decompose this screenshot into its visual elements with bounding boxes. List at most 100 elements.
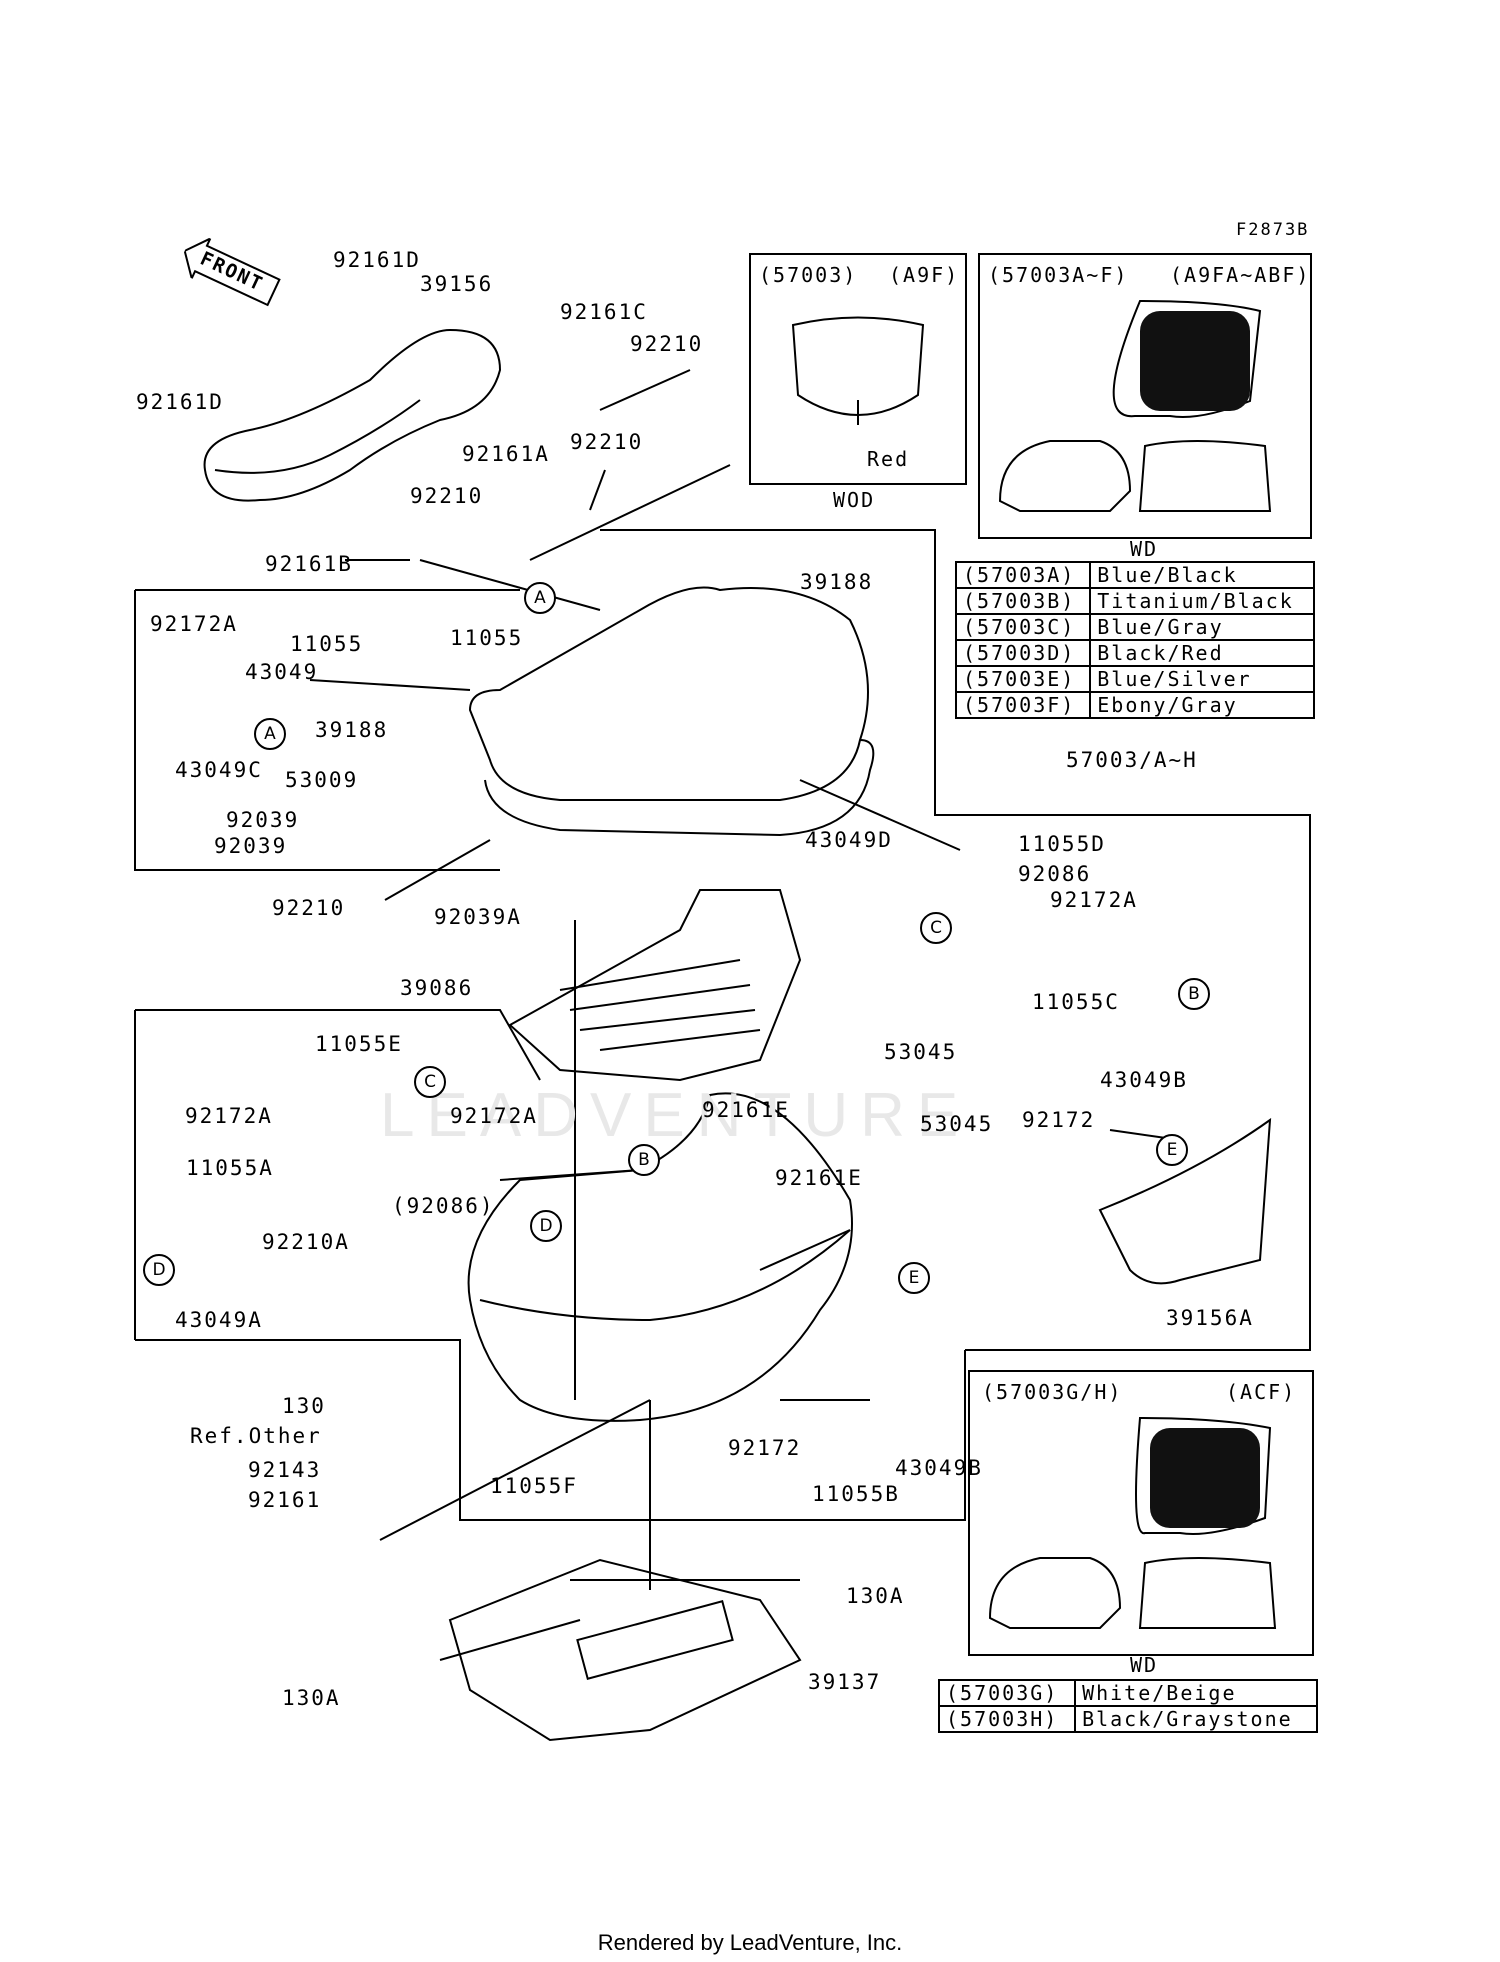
color-table-row: (57003H)Black/Graystone (937, 1705, 1318, 1733)
callout-d: D (530, 1210, 562, 1242)
carrier-bracket-shape (448, 1558, 802, 1742)
color-name-cell: Black/Red (1089, 639, 1315, 667)
part-label: 43049 (245, 660, 319, 684)
part-label: 39188 (315, 718, 389, 742)
part-label: 43049D (805, 828, 893, 852)
front-arrow-icon (183, 236, 281, 307)
part-label: 92210 (570, 430, 644, 454)
part-label: 92210 (272, 896, 346, 920)
callout-b: B (1178, 978, 1210, 1010)
color-table-row: (57003F)Ebony/Gray (954, 691, 1315, 719)
color-table-a-f: (57003A)Blue/Black(57003B)Titanium/Black… (954, 561, 1315, 719)
part-label: 39156A (1166, 1306, 1254, 1330)
part-label: 39156 (420, 272, 494, 296)
region-label: WD (1130, 1653, 1159, 1677)
group-outline-3 (135, 1339, 966, 1521)
color-name-cell: Ebony/Gray (1089, 691, 1315, 719)
variant-model: (A9FA~ABF) (1170, 263, 1311, 287)
part-label: 92210 (410, 484, 484, 508)
part-label: 92172A (450, 1104, 538, 1128)
part-label: 57003/A~H (1066, 748, 1198, 772)
part-label: 92039 (214, 834, 288, 858)
color-name-cell: Black/Graystone (1074, 1705, 1318, 1733)
variant-code: (57003) (759, 263, 858, 287)
group-outline-4 (600, 529, 1311, 1351)
part-label: 11055D (1018, 832, 1106, 856)
windshield-drawing (791, 316, 925, 425)
part-label: 92039 (226, 808, 300, 832)
part-label: 92161C (560, 300, 648, 324)
part-label: 11055 (290, 632, 364, 656)
part-label: 130 (282, 1394, 326, 1418)
variant-model: (ACF) (1226, 1380, 1297, 1404)
callout-c: C (920, 912, 952, 944)
color-table-row: (57003A)Blue/Black (954, 561, 1315, 589)
color-name-cell: Blue/Gray (1089, 613, 1315, 641)
part-label: 92143 (248, 1458, 322, 1482)
trunk-variant-drawing (988, 1416, 1277, 1629)
part-label: 39188 (800, 570, 874, 594)
part-label: 43049A (175, 1308, 263, 1332)
color-code-cell: (57003H) (937, 1705, 1077, 1733)
front-arrow: FRONT (175, 231, 284, 313)
part-label: 53045 (920, 1112, 994, 1136)
part-label: 92172A (185, 1104, 273, 1128)
part-label: 11055B (812, 1482, 900, 1506)
color-code-cell: (57003F) (954, 691, 1092, 719)
callout-a: A (524, 582, 556, 614)
group-outline-1 (134, 590, 500, 871)
color-code-cell: (57003C) (954, 613, 1092, 641)
part-label: 39086 (400, 976, 474, 1000)
color-note: Red (867, 447, 910, 471)
part-label: 11055C (1032, 990, 1120, 1014)
color-name-cell: Blue/Black (1089, 561, 1315, 589)
part-label: 11055F (490, 1474, 578, 1498)
color-table-row: (57003D)Black/Red (954, 639, 1315, 667)
color-code-cell: (57003D) (954, 639, 1092, 667)
color-code-cell: (57003G) (937, 1679, 1077, 1707)
color-name-cell: Titanium/Black (1089, 587, 1315, 615)
variant-box-57003: (57003) (A9F) Red (749, 253, 967, 485)
part-label: 130A (282, 1686, 341, 1710)
watermark: LEADVENTURE (380, 1081, 971, 1150)
color-name-cell: White/Beige (1074, 1679, 1318, 1707)
variant-code: (57003A~F) (988, 263, 1129, 287)
part-label: 53009 (285, 768, 359, 792)
part-label: 92210 (630, 332, 704, 356)
part-label: 92161 (248, 1488, 322, 1512)
lid-seal-shape (484, 739, 875, 837)
part-label: 92161D (333, 248, 421, 272)
color-table-row: (57003E)Blue/Silver (954, 665, 1315, 693)
part-label: 11055E (315, 1032, 403, 1056)
part-label: 92161E (702, 1098, 790, 1122)
figure-code: F2873B (1236, 220, 1310, 240)
group-outline-2 (135, 1009, 541, 1081)
callout-e: E (1156, 1134, 1188, 1166)
variant-box-57003a-f: (57003A~F) (A9FA~ABF) (978, 253, 1312, 539)
color-table-row: (57003C)Blue/Gray (954, 613, 1315, 641)
color-table-row: (57003B)Titanium/Black (954, 587, 1315, 615)
color-table-g-h: (57003G)White/Beige(57003H)Black/Graysto… (937, 1679, 1318, 1733)
part-label: 92172 (1022, 1108, 1096, 1132)
color-table-row: (57003G)White/Beige (937, 1679, 1318, 1707)
callout-c: C (414, 1066, 446, 1098)
region-label: WD (1130, 537, 1159, 561)
part-label: 130A (846, 1584, 905, 1608)
lid-shape (468, 586, 869, 801)
part-label: 92172A (1050, 888, 1138, 912)
region-label: WOD (833, 488, 876, 512)
variant-box-57003g-h: (57003G/H) (ACF) (968, 1370, 1314, 1656)
footer-credit: Rendered by LeadVenture, Inc. (597, 1930, 903, 1955)
color-code-cell: (57003A) (954, 561, 1092, 589)
part-label: 92086 (1018, 862, 1092, 886)
part-label: 92039A (434, 905, 522, 929)
trunk-variant-drawing (998, 299, 1272, 512)
part-label: 92210A (262, 1230, 350, 1254)
part-label: 43049B (1100, 1068, 1188, 1092)
part-label: (92086) (392, 1194, 495, 1218)
part-label: 92161E (775, 1166, 863, 1190)
part-label: 11055 (450, 626, 524, 650)
side-panel-shape (1098, 1117, 1272, 1285)
callout-b: B (628, 1144, 660, 1176)
